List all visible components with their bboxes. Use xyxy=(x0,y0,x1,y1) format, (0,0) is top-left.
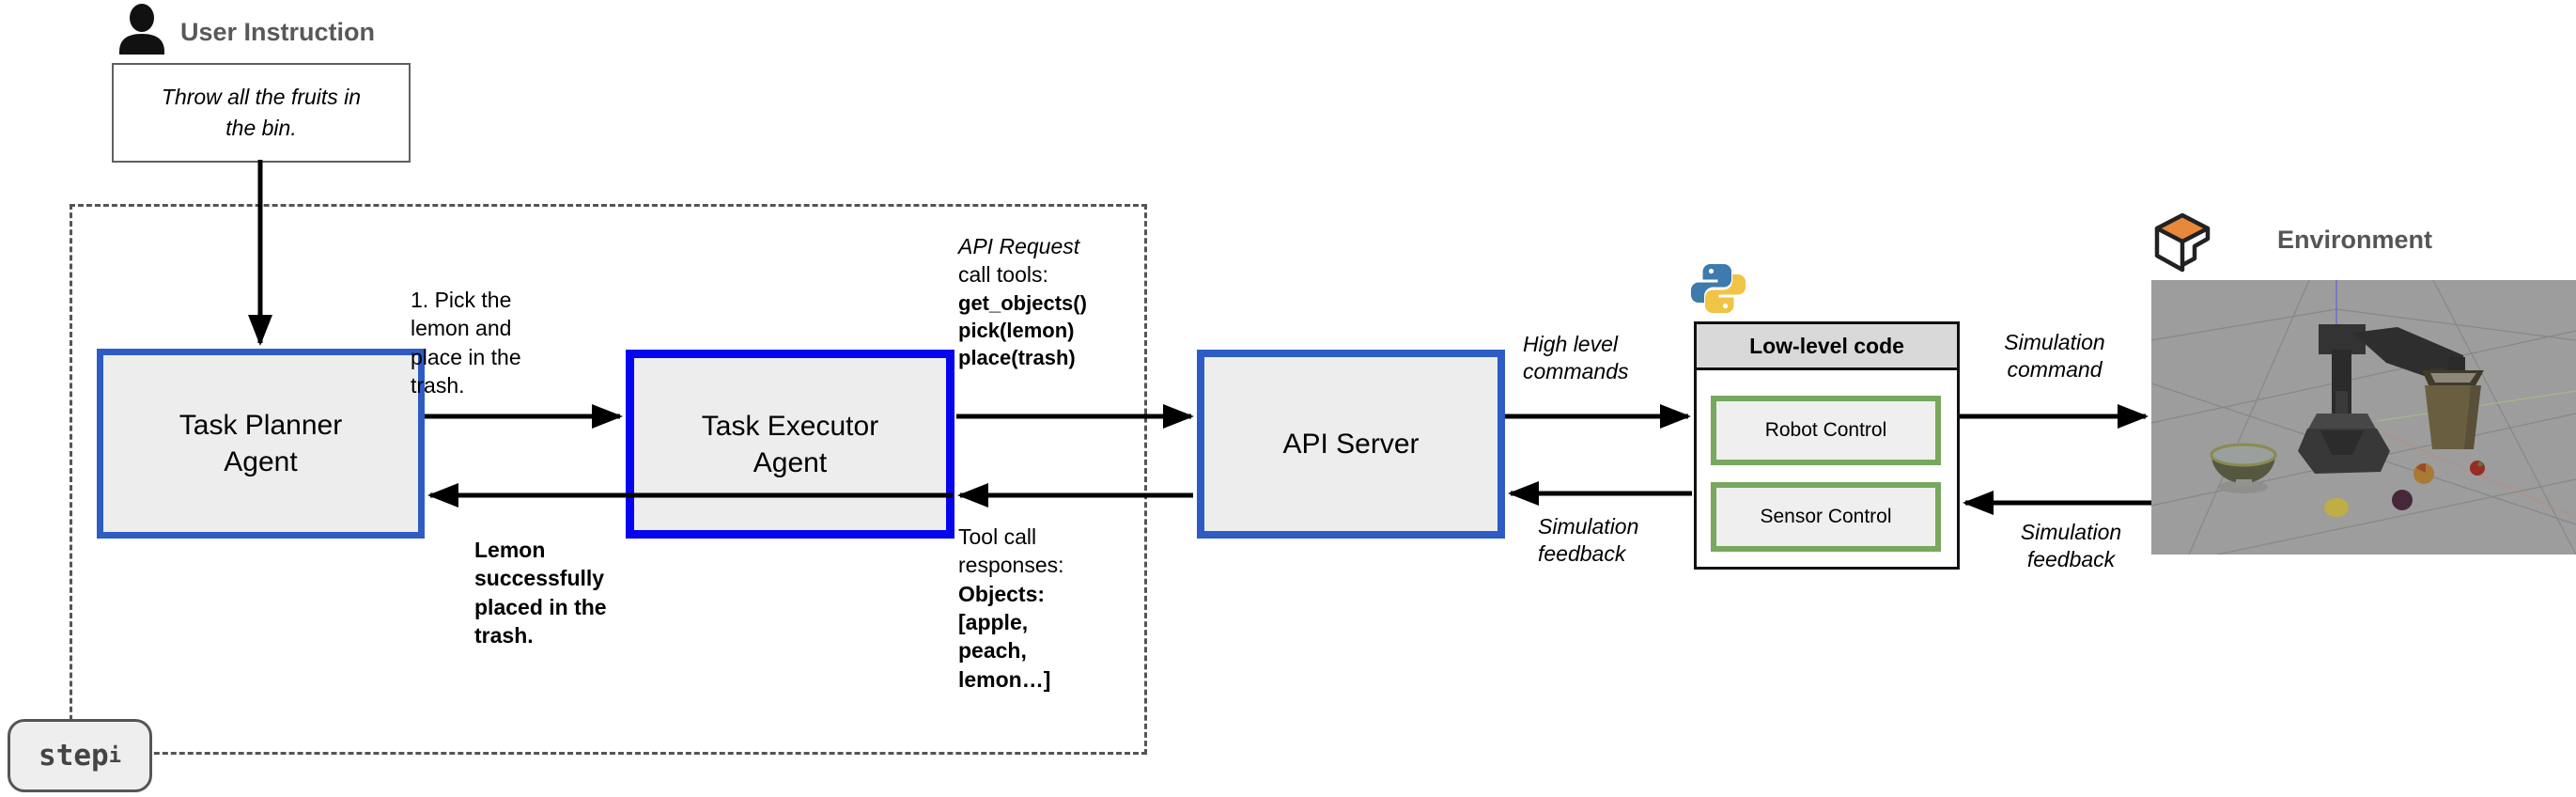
robot-arm xyxy=(2298,324,2465,474)
user-instruction-title: User Instruction xyxy=(180,18,376,46)
task-planner-agent-box: Task Planner Agent xyxy=(97,349,425,539)
robot-control-box: Robot Control xyxy=(1711,396,1941,465)
tool-response-intro: Tool call responses: xyxy=(958,524,1064,578)
api-server-label: API Server xyxy=(1282,429,1420,460)
python-icon xyxy=(1691,264,1746,313)
simulation-command-label: Simulation command xyxy=(2004,330,2105,382)
simulation-feedback-label-right: Simulation feedback xyxy=(2020,520,2122,571)
bowl xyxy=(2210,443,2277,493)
user-instruction-text: Throw all the fruits in the bin. xyxy=(161,84,362,140)
step-subscript: i xyxy=(108,743,121,768)
simulation-viewport xyxy=(2151,280,2576,555)
simulation-feedback-label-left: Simulation feedback xyxy=(1538,514,1639,566)
api-server-box: API Server xyxy=(1197,350,1505,539)
low-level-code-header: Low-level code xyxy=(1697,324,1957,370)
api-request-title: API Request xyxy=(958,234,1080,258)
environment-title: Environment xyxy=(2277,226,2433,254)
result-message: Lemon successfully placed in the trash. xyxy=(474,538,607,649)
high-level-commands-label: High level commands xyxy=(1523,332,1629,383)
user-instruction-box: Throw all the fruits in the bin. xyxy=(112,63,411,163)
trash-bin xyxy=(2422,370,2484,449)
step-label: step xyxy=(39,739,109,773)
tool-response-code: Objects: [apple, peach, lemon…] xyxy=(958,581,1051,692)
strawberry xyxy=(2470,461,2485,476)
lemon xyxy=(2324,498,2349,517)
tool-response-message: Tool call responses: Objects: [apple, pe… xyxy=(958,523,1080,694)
plum xyxy=(2392,490,2413,510)
step-loop-boundary xyxy=(70,204,1147,755)
api-request-code: get_objects() pick(lemon) place(trash) xyxy=(958,290,1087,369)
task-planner-agent-label: Task Planner Agent xyxy=(178,410,343,477)
task-executor-agent-box: Task Executor Agent xyxy=(626,350,954,539)
api-request-message: API Request call tools: get_objects() pi… xyxy=(958,232,1125,371)
sensor-control-box: Sensor Control xyxy=(1711,482,1941,552)
low-level-code-module: Low-level code Robot Control Sensor Cont… xyxy=(1694,321,1960,570)
api-request-subtitle: call tools: xyxy=(958,262,1048,288)
task-executor-agent-label: Task Executor Agent xyxy=(701,410,879,478)
user-icon xyxy=(119,4,164,55)
plan-message: 1. Pick the lemon and place in the trash… xyxy=(411,288,521,398)
cube-icon xyxy=(2154,212,2211,273)
